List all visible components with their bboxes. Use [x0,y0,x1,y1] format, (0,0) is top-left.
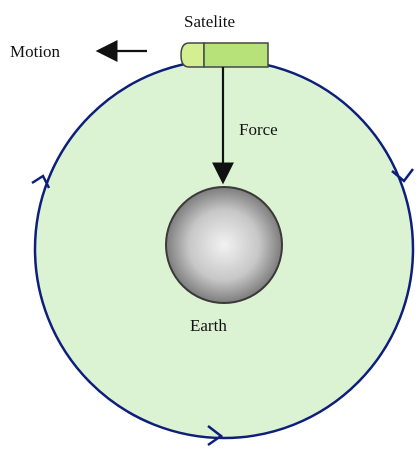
satellite-icon [181,43,268,67]
force-label: Force [239,120,278,139]
earth-icon [166,187,282,303]
satellite-label: Satelite [184,12,235,31]
earth-label: Earth [190,316,227,335]
motion-label: Motion [10,42,61,61]
